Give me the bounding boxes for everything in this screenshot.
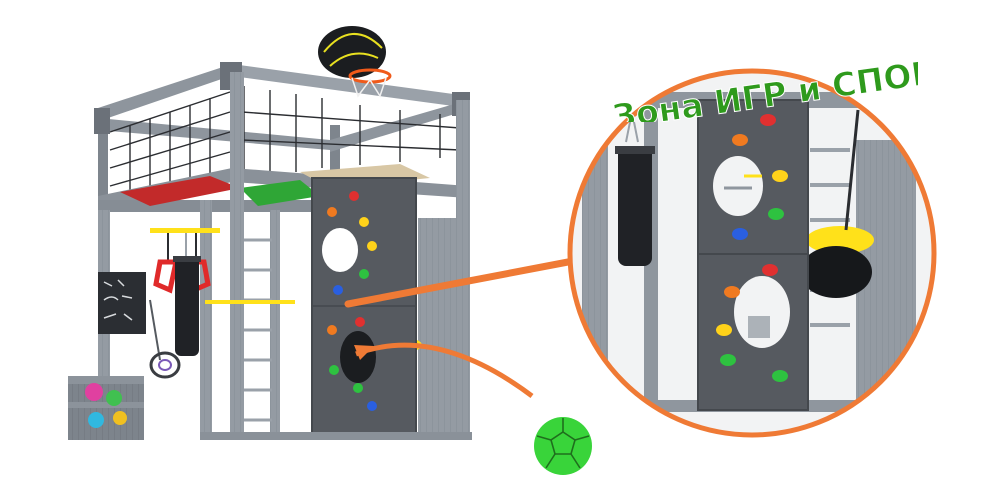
chalkboard-icon bbox=[98, 272, 146, 334]
climbing-wall-icon bbox=[311, 177, 417, 435]
deck-front-beam bbox=[98, 200, 338, 212]
climbing-hold bbox=[768, 208, 784, 220]
callout-line-lower bbox=[355, 342, 534, 399]
zoom-tire-swing bbox=[800, 246, 872, 298]
trapeze bbox=[149, 299, 181, 379]
climbing-hold bbox=[349, 191, 359, 201]
pull-up-bar bbox=[150, 228, 220, 233]
toy-ball bbox=[106, 390, 122, 406]
climbing-hold bbox=[732, 134, 748, 146]
climbing-hold bbox=[724, 286, 740, 298]
climbing-hold bbox=[355, 317, 365, 327]
toy-ball bbox=[85, 383, 103, 401]
zoom-swing-seat bbox=[806, 226, 874, 254]
climbing-hold bbox=[720, 354, 736, 366]
wall-ladder bbox=[244, 238, 272, 422]
toy-ball bbox=[88, 412, 104, 428]
top-beam-left bbox=[98, 64, 242, 118]
green-mat bbox=[240, 180, 320, 206]
corner-bracket bbox=[94, 108, 110, 134]
playground-structure bbox=[68, 26, 472, 440]
side-slat-panel bbox=[418, 218, 470, 440]
climbing-hold bbox=[367, 241, 377, 251]
climbing-hold bbox=[333, 285, 343, 295]
magnifier-ring bbox=[567, 68, 937, 438]
red-mat bbox=[120, 176, 240, 206]
climbing-hold bbox=[760, 114, 776, 126]
basketball-hoop-icon bbox=[318, 26, 392, 98]
top-beam-back bbox=[330, 100, 468, 152]
top-beam-right bbox=[232, 64, 468, 108]
middle-post bbox=[200, 200, 212, 440]
soccer-ball-icon bbox=[534, 417, 592, 475]
climbing-hold bbox=[353, 383, 363, 393]
climbing-hold bbox=[732, 228, 748, 240]
climbing-hold bbox=[359, 269, 369, 279]
cross-bar bbox=[205, 300, 295, 304]
toy-ball bbox=[113, 411, 127, 425]
upper-cargo-net bbox=[109, 86, 461, 190]
climbing-hold bbox=[327, 207, 337, 217]
zoom-swing-rope bbox=[844, 109, 860, 231]
callout-line-upper bbox=[344, 258, 572, 308]
board-hole bbox=[340, 331, 376, 383]
zone-headline: Зона ИГР и СПОРТА bbox=[610, 52, 918, 122]
magnified-detail bbox=[567, 68, 937, 438]
zone-headline-text: Зона ИГР и СПОРТА bbox=[610, 52, 918, 122]
climbing-hold bbox=[367, 401, 377, 411]
top-beam-front bbox=[98, 118, 330, 150]
zoom-post bbox=[644, 90, 658, 433]
climbing-hold bbox=[327, 325, 337, 335]
climbing-hold bbox=[329, 365, 339, 375]
zoom-board-hole bbox=[713, 156, 763, 216]
climbing-hold bbox=[359, 217, 369, 227]
callout-arrowhead bbox=[354, 345, 374, 360]
deck-beam bbox=[98, 168, 468, 210]
magnifier-callout-icon bbox=[344, 258, 572, 399]
punching-bag-icon bbox=[173, 233, 201, 356]
climbing-hold bbox=[772, 370, 788, 382]
zoom-post bbox=[582, 120, 608, 433]
climbing-hold bbox=[772, 170, 788, 182]
ladder-rail bbox=[270, 210, 280, 440]
front-left-post bbox=[230, 72, 244, 440]
board-hole bbox=[322, 228, 358, 272]
climbing-hold bbox=[762, 264, 778, 276]
climbing-hold bbox=[716, 324, 732, 336]
climbing-wall-icon bbox=[697, 99, 809, 411]
ground-rail bbox=[200, 432, 472, 440]
toy-storage-box bbox=[68, 376, 144, 440]
